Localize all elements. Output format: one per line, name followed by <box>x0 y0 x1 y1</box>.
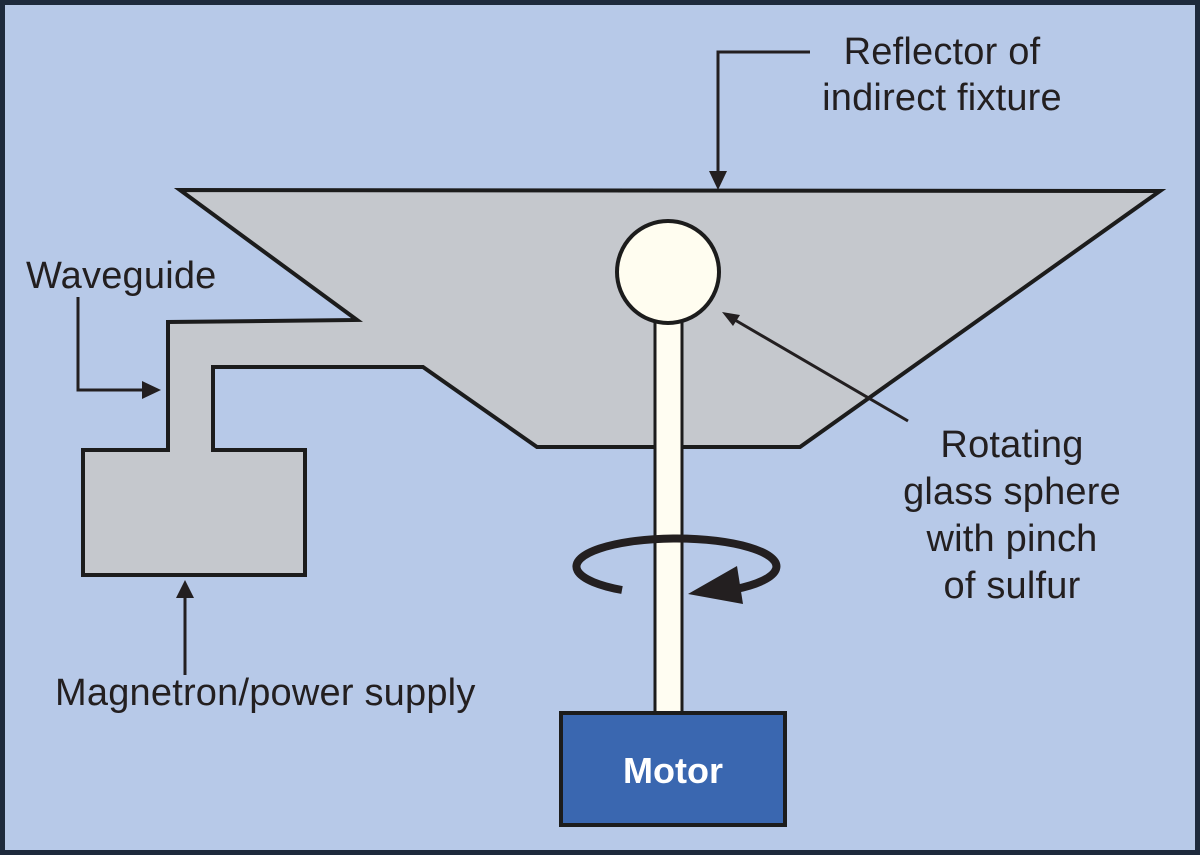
sphere-label-line2: glass sphere <box>903 471 1121 513</box>
sphere-label-line1: Rotating <box>940 424 1083 466</box>
glass-sphere <box>615 219 721 325</box>
waveguide-label: Waveguide <box>26 255 217 297</box>
sphere-label-line3: with pinch <box>926 518 1098 560</box>
glass-stem <box>653 291 684 719</box>
reflector-label-arrow <box>716 50 810 176</box>
motor-box <box>559 711 787 827</box>
sphere-label-arrowhead-icon <box>722 312 740 326</box>
reflector-label-line1: Reflector of <box>844 31 1041 73</box>
magnetron-label: Magnetron/power supply <box>55 672 476 714</box>
sphere-label-line4: of sulfur <box>944 565 1081 607</box>
rotation-arrow-icon <box>572 534 781 594</box>
rotation-arrowhead-icon <box>688 566 743 604</box>
reflector-label-line2: indirect fixture <box>822 77 1062 119</box>
motor-label: Motor <box>623 750 723 791</box>
reflector-label-arrowhead-icon <box>709 171 727 190</box>
reflector-waveguide-magnetron-shape <box>81 187 1167 577</box>
waveguide-label-arrowhead-icon <box>142 381 161 399</box>
magnetron-label-arrowhead-icon <box>176 580 194 598</box>
waveguide-label-arrow <box>76 297 146 392</box>
sphere-label-arrow <box>734 318 909 423</box>
